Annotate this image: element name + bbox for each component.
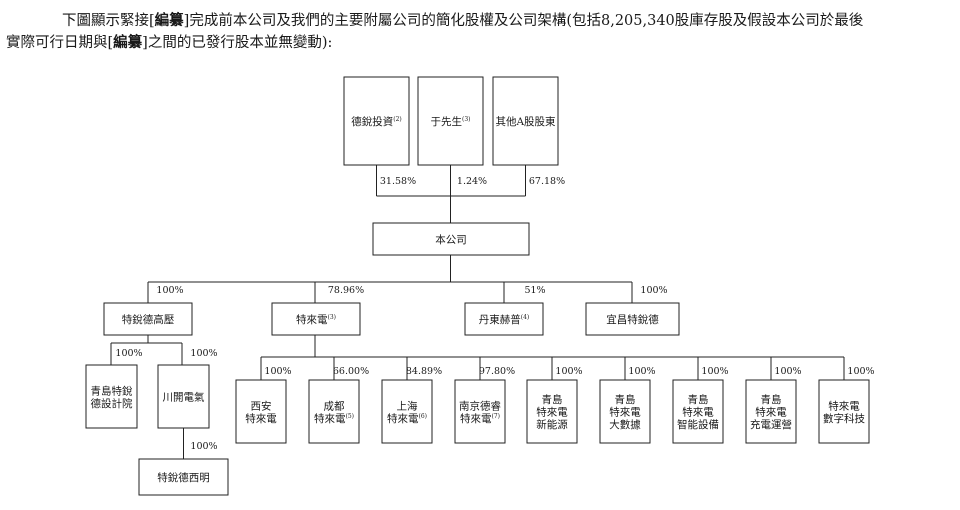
intro-text: 下圖顯示緊接[ — [62, 13, 155, 29]
footnote-marker: (3) — [462, 116, 471, 123]
footnote-marker: (2) — [393, 116, 402, 123]
telaidian-subsidiary-label: 特來電(7) — [460, 413, 500, 425]
telaidian-subsidiary-label: 青島 — [542, 393, 563, 406]
telaidian-subsidiary-label: 新能源 — [536, 418, 568, 431]
ownership-percentage: 100% — [264, 366, 291, 377]
telaidian-subsidiary-box — [381, 379, 433, 444]
footnote-marker: (5) — [346, 413, 355, 420]
footnote-marker: (3) — [328, 314, 337, 321]
subsidiary-label: 宜昌特銳德 — [606, 313, 659, 326]
footnote-marker: (4) — [521, 314, 530, 321]
ownership-percentage: 100% — [640, 285, 667, 296]
gaoya-subsidiary-label: 德設計院 — [91, 397, 133, 410]
ownership-percentage: 100% — [190, 348, 217, 359]
subsidiary-box — [585, 302, 680, 336]
telaidian-subsidiary-label: 青島 — [688, 393, 709, 406]
telaidian-subsidiary-label: 特來電(5) — [314, 413, 354, 425]
telaidian-subsidiary-label: 大數據 — [609, 418, 641, 431]
telaidian-subsidiary-box — [599, 379, 651, 444]
ownership-percentage: 100% — [115, 348, 142, 359]
telaidian-subsidiary-box — [308, 379, 360, 444]
gaoya-subsidiary-box — [85, 364, 138, 429]
ownership-percentage: 31.58% — [380, 176, 416, 187]
telaidian-subsidiary-label: 特來電 — [245, 413, 277, 425]
subsidiary-box — [271, 302, 361, 336]
telaidian-subsidiary-label: 青島 — [761, 393, 782, 406]
telaidian-subsidiary-label: 青島 — [615, 393, 636, 406]
telaidian-subsidiary-label: 充電運營 — [750, 418, 792, 431]
ownership-percentage: 66.00% — [333, 366, 369, 377]
ownership-percentage: 100% — [774, 366, 801, 377]
ownership-percentage: 100% — [701, 366, 728, 377]
ownership-percentage: 84.89% — [406, 366, 442, 377]
telaidian-subsidiary-label: 特來電(6) — [387, 413, 427, 425]
telaidian-subsidiary-label: 成都 — [324, 400, 345, 412]
shareholder-label: 德銳投資(2) — [351, 115, 402, 128]
ownership-percentage: 100% — [847, 366, 874, 377]
subsidiary-label: 特銳德高壓 — [122, 313, 175, 326]
intro-text: ]完成前本公司及我們的主要附屬公司的簡化股權及公司架構(包括8,205,340股… — [183, 13, 864, 29]
telaidian-subsidiary-box — [672, 379, 724, 444]
ownership-percentage: 78.96% — [328, 285, 364, 296]
telaidian-subsidiary-box — [526, 379, 578, 444]
company-label: 本公司 — [435, 233, 467, 246]
footnote-marker: (7) — [492, 413, 501, 420]
telaidian-subsidiary-label: 特來電 — [682, 407, 714, 419]
subsidiary-label: 丹東赫普(4) — [479, 313, 530, 326]
telaidian-subsidiary-label: 特來電 — [755, 407, 787, 419]
chuankai-subsidiary-box — [138, 458, 229, 496]
telaidian-subsidiary-label: 數字科技 — [823, 412, 865, 425]
redacted-marker: 編纂 — [113, 34, 143, 51]
telaidian-subsidiary-label: 上海 — [397, 399, 418, 412]
intro-line-2: 實際可行日期與[編纂]之間的已發行股本並無變動): — [6, 32, 954, 54]
shareholder-box — [417, 76, 484, 166]
ownership-percentage: 100% — [555, 366, 582, 377]
ownership-percentage: 97.80% — [479, 366, 515, 377]
chuankai-subsidiary-label: 特銳德西明 — [157, 471, 210, 484]
telaidian-subsidiary-box — [454, 379, 506, 444]
ownership-percentage: 100% — [628, 366, 655, 377]
telaidian-subsidiary-label: 南京德睿 — [459, 399, 501, 412]
telaidian-subsidiary-label: 西安 — [251, 399, 272, 412]
shareholder-label: 其他A股股東 — [495, 115, 556, 128]
ownership-percentage: 100% — [190, 441, 217, 452]
ownership-percentage: 100% — [156, 285, 183, 296]
subsidiary-box — [103, 302, 193, 336]
telaidian-subsidiary-box — [235, 379, 287, 444]
telaidian-subsidiary-box — [818, 379, 870, 444]
gaoya-subsidiary-label: 青島特銳 — [91, 384, 133, 397]
intro-text: ]之間的已發行股本並無變動): — [142, 35, 333, 51]
gaoya-subsidiary-label: 川開電氣 — [163, 391, 205, 404]
company-box — [372, 222, 530, 256]
ownership-percentage: 67.18% — [529, 176, 565, 187]
telaidian-subsidiary-label: 特來電 — [536, 407, 568, 419]
gaoya-subsidiary-box — [157, 364, 210, 429]
ownership-percentage: 51% — [524, 285, 545, 296]
intro-line-1: 下圖顯示緊接[編纂]完成前本公司及我們的主要附屬公司的簡化股權及公司架構(包括8… — [6, 10, 954, 32]
telaidian-subsidiary-label: 特來電 — [609, 407, 641, 419]
ownership-percentage: 1.24% — [457, 176, 487, 187]
shareholder-box — [343, 76, 410, 166]
shareholder-label: 于先生(3) — [431, 115, 471, 128]
redacted-marker: 編纂 — [154, 12, 184, 29]
telaidian-subsidiary-label: 智能設備 — [677, 418, 719, 431]
intro-text: 實際可行日期與[ — [6, 35, 114, 51]
subsidiary-label: 特來電(3) — [296, 314, 336, 326]
shareholder-box — [492, 76, 559, 166]
intro-paragraph: 下圖顯示緊接[編纂]完成前本公司及我們的主要附屬公司的簡化股權及公司架構(包括8… — [6, 10, 954, 54]
footnote-marker: (6) — [419, 413, 428, 420]
telaidian-subsidiary-label: 特來電 — [828, 400, 860, 412]
subsidiary-box — [464, 302, 544, 336]
telaidian-subsidiary-box — [745, 379, 797, 444]
